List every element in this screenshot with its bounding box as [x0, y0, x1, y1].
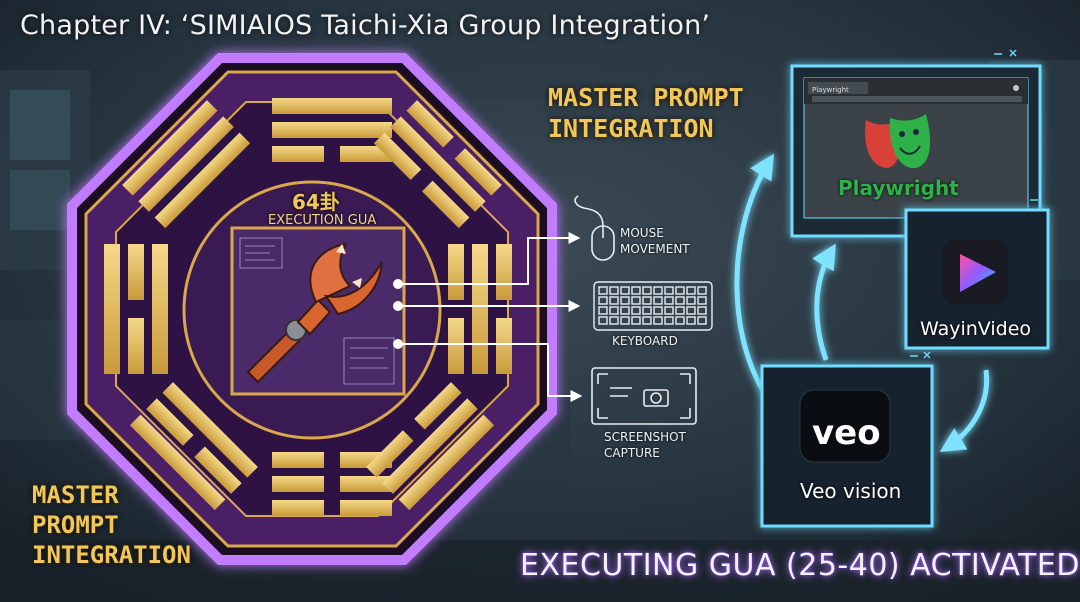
- master-prompt-bottom-line: INTEGRATION: [32, 540, 191, 570]
- gua-count-label: 64卦: [292, 186, 340, 215]
- execution-gua-title: EXECUTION GUA: [268, 213, 376, 228]
- mouse-label-line: MOUSE: [620, 226, 690, 242]
- master-prompt-bottom-line: PROMPT: [32, 510, 191, 540]
- keyboard-label: KEYBOARD: [612, 334, 678, 350]
- mouse-label-line: MOVEMENT: [620, 242, 690, 258]
- screenshot-label-line: CAPTURE: [604, 446, 686, 462]
- mouse-movement-label: MOUSE MOVEMENT: [620, 226, 690, 257]
- master-prompt-top-line: INTEGRATION: [548, 113, 744, 144]
- playwright-browser-tab: Playwright: [812, 86, 849, 94]
- page-title: Chapter IV: ‘SIMIAIOS Taichi-Xia Group I…: [20, 10, 710, 41]
- master-prompt-label-bottom: MASTER PROMPT INTEGRATION: [32, 480, 191, 570]
- master-prompt-label-top: MASTER PROMPT INTEGRATION: [548, 82, 744, 145]
- screenshot-label-line: SCREENSHOT: [604, 430, 686, 446]
- veo-vision-name: Veo vision: [800, 479, 901, 503]
- veo-logo-icon: veo: [812, 413, 881, 453]
- screenshot-capture-label: SCREENSHOT CAPTURE: [604, 430, 686, 461]
- status-banner: EXECUTING GUA (25-40) ACTIVATED: [520, 548, 1080, 583]
- playwright-name: Playwright: [838, 176, 959, 200]
- keyboard-label-line: KEYBOARD: [612, 334, 678, 350]
- master-prompt-bottom-line: MASTER: [32, 480, 191, 510]
- master-prompt-top-line: MASTER PROMPT: [548, 82, 744, 113]
- wayinvideo-name: WayinVideo: [920, 318, 1031, 340]
